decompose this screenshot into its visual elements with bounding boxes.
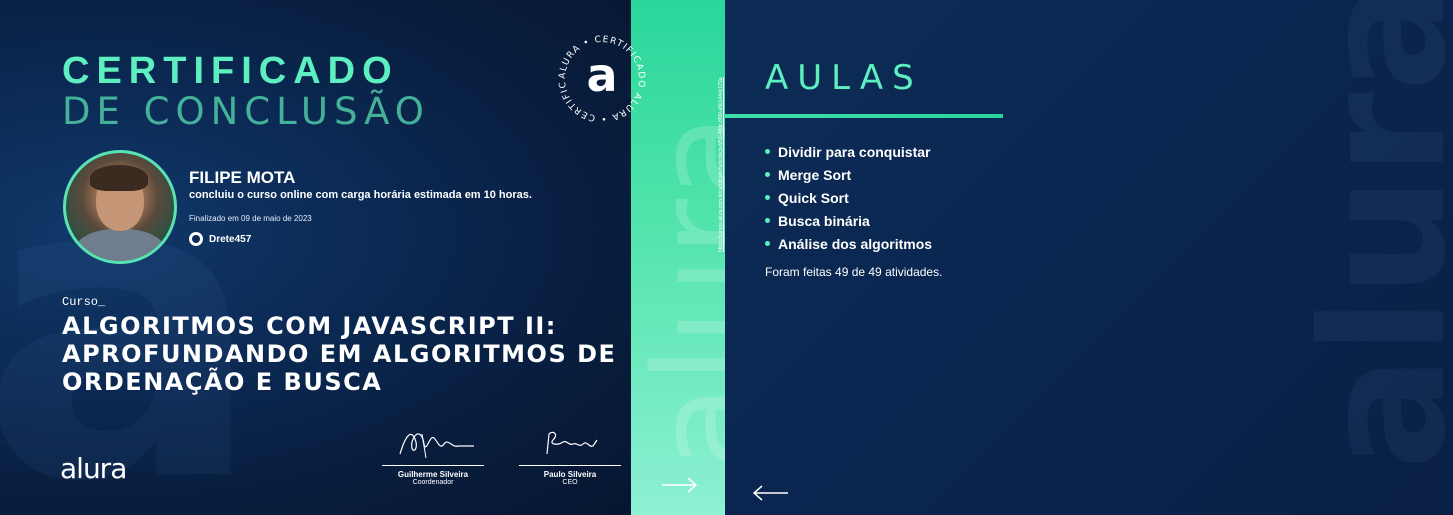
list-item: Merge Sort [765, 163, 932, 186]
lessons-title-underline [725, 114, 1003, 118]
course-label: Curso_ [62, 295, 106, 309]
lesson-label: Merge Sort [778, 166, 852, 183]
seal-ring: ALURA • CERTIFICADO ALURA • CERTIFICADO … [553, 27, 645, 123]
arrow-right-svg [662, 477, 698, 493]
signature-role: CEO [562, 479, 578, 486]
lesson-label: Quick Sort [778, 189, 849, 206]
bullet-icon [765, 149, 770, 154]
bullet-icon [765, 195, 770, 200]
bullet-icon [765, 241, 770, 246]
green-strip: alura [631, 0, 725, 515]
arrow-left-icon[interactable] [752, 478, 788, 509]
bullet-icon [765, 218, 770, 223]
signature-line [519, 465, 621, 466]
lesson-label: Busca binária [778, 212, 870, 229]
activities-count: Foram feitas 49 de 49 atividades. [765, 265, 943, 279]
signature-role: Coordenador [412, 479, 454, 486]
signature-block-ceo: Paulo Silveira CEO [519, 424, 621, 486]
finished-date: Finalizado em 09 de maio de 2023 [189, 214, 312, 223]
arrow-left-svg [752, 485, 788, 501]
avatar [63, 150, 177, 264]
lesson-label: Análise dos algoritmos [778, 235, 933, 252]
signature-coordinator-image [399, 433, 474, 459]
list-item: Dividir para conquistar [765, 140, 932, 163]
seal-letter: a [586, 48, 618, 102]
course-title: ALGORITMOS COM JAVASCRIPT II: APROFUNDAN… [62, 312, 617, 396]
list-item: Busca binária [765, 209, 932, 232]
lessons-title: AULAS [765, 58, 923, 98]
alura-logo: alura [60, 452, 127, 485]
lessons-panel: alura [725, 0, 1453, 515]
certificate-url-text: https://cursos.alura.com.br/certificate/… [718, 77, 724, 252]
signature-ceo-image [546, 431, 598, 455]
certificate-subtitle: DE CONCLUSÃO [62, 90, 430, 133]
strip-watermark: alura [631, 113, 725, 470]
signature-block-coordinator: Guilherme Silveira Coordenador [382, 424, 484, 486]
certificate-seal: ALURA • CERTIFICADO ALURA • CERTIFICADO … [553, 27, 647, 124]
course-description: concluiu o curso online com carga horári… [189, 189, 532, 201]
github-link[interactable]: Drete457 [189, 232, 251, 246]
signature-name: Guilherme Silveira [397, 470, 469, 479]
arrow-right-icon[interactable] [662, 470, 698, 501]
certificate-title: CERTIFICADO [62, 50, 399, 92]
github-icon [189, 232, 203, 246]
signature-line [382, 465, 484, 466]
lessons-watermark: alura [1286, 0, 1453, 470]
github-username: Drete457 [209, 233, 252, 245]
lessons-list: Dividir para conquistar Merge Sort Quick… [765, 140, 932, 255]
lesson-label: Dividir para conquistar [778, 143, 931, 160]
bullet-icon [765, 172, 770, 177]
signature-name: Paulo Silveira [543, 470, 597, 479]
list-item: Análise dos algoritmos [765, 232, 932, 255]
student-name: FILIPE MOTA [189, 168, 296, 187]
list-item: Quick Sort [765, 186, 932, 209]
